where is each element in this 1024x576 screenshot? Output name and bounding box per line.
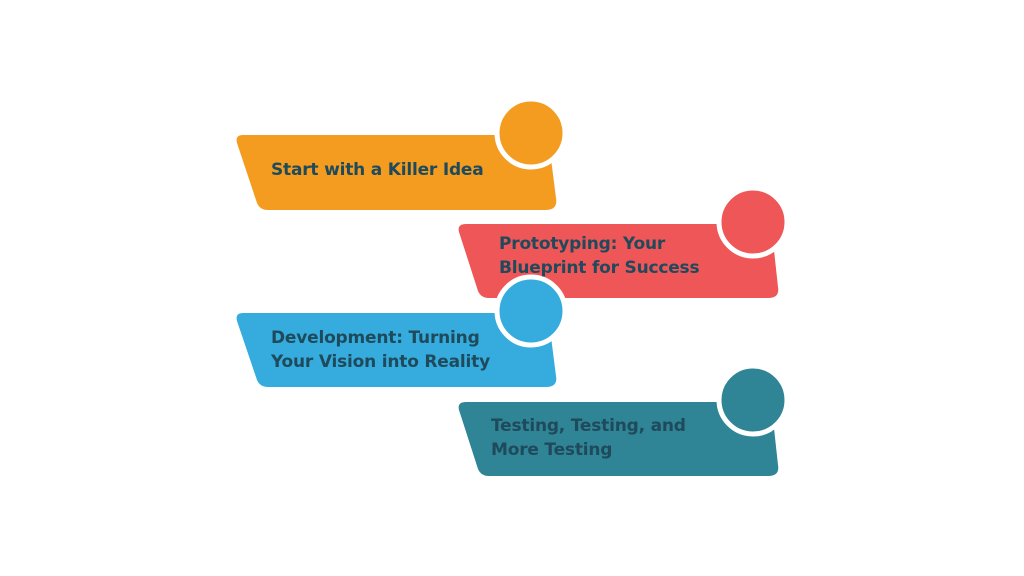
step-3-label-line-1: Development: Turning [271,328,480,348]
step-3-circle [494,274,568,348]
step-2-label-line-1: Prototyping: Your [499,234,666,254]
step-1-label: Start with a Killer Idea [271,158,484,182]
step-2-circle [716,185,790,259]
step-1-label-line-1: Start with a Killer Idea [271,160,484,180]
step-3 [236,274,568,387]
step-3-label: Development: Turning Your Vision into Re… [271,326,490,374]
step-3-banner [236,313,557,387]
step-1 [236,96,568,210]
step-2-label: Prototyping: Your Blueprint for Success [499,232,700,280]
step-4 [458,363,790,476]
step-2-label-line-2: Blueprint for Success [499,258,700,278]
step-1-banner [236,135,557,210]
step-4-label-line-1: Testing, Testing, and [491,416,686,436]
step-4-label-line-2: More Testing [491,440,613,460]
step-1-circle [494,96,568,170]
step-4-banner [458,402,779,476]
step-4-label: Testing, Testing, and More Testing [491,414,686,462]
step-4-circle [716,363,790,437]
step-3-label-line-2: Your Vision into Reality [271,352,490,372]
